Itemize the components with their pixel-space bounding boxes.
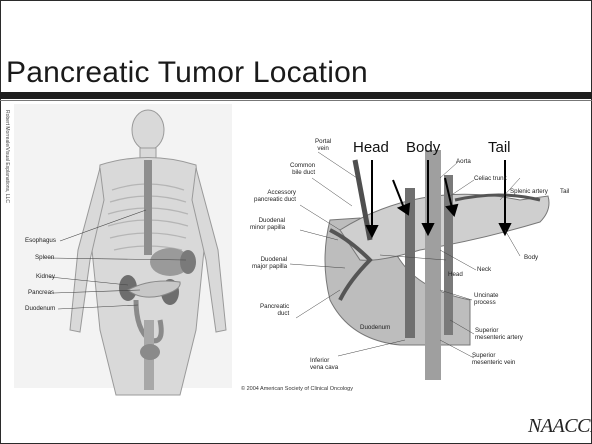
label-body-region: Body — [406, 139, 440, 156]
label-tail-small: Tail — [560, 188, 569, 195]
label-neck: Neck — [477, 266, 491, 273]
pancreas-detail-illustration — [238, 108, 568, 388]
label-tail-region: Tail — [488, 139, 511, 156]
label-pancreatic-duct: Pancreatic duct — [260, 303, 289, 317]
label-duodenum: Duodenum — [25, 305, 55, 312]
label-inferior-vena-cava: Inferior vena cava — [310, 357, 338, 371]
label-superior-mesenteric-vein: Superior mesenteric vein — [472, 352, 515, 366]
label-head-region: Head — [353, 139, 389, 156]
label-splenic-artery: Splenic artery — [510, 188, 548, 195]
esophagus-illustration — [144, 160, 152, 255]
label-aorta: Aorta — [456, 158, 471, 165]
label-portal-vein: Portal vein — [315, 138, 331, 152]
label-spleen: Spleen — [35, 254, 54, 261]
label-duodenal-minor-papilla: Duodenal minor papilla — [250, 217, 285, 231]
label-celiac-trunk: Celiac trunk — [474, 175, 507, 182]
label-duodenal-major-papilla: Duodenal major papilla — [252, 256, 287, 270]
label-head-small: Head — [448, 271, 463, 278]
label-duodenum-right: Duodenum — [360, 324, 390, 331]
label-accessory-pancreatic-duct: Accessory pancreatic duct — [254, 189, 296, 203]
label-body-small: Body — [524, 254, 538, 261]
label-uncinate-process: Uncinate process — [474, 292, 498, 306]
label-pancreas: Pancreas — [28, 289, 54, 296]
figure-copyright: © 2004 American Society of Clinical Onco… — [241, 386, 353, 392]
label-common-bile-duct: Common bile duct — [290, 162, 315, 176]
label-superior-mesenteric-artery: Superior mesenteric artery — [475, 327, 523, 341]
label-kidney: Kidney — [36, 273, 55, 280]
label-esophagus: Esophagus — [25, 237, 56, 244]
naaccr-logo: NAACCR — [528, 415, 592, 438]
